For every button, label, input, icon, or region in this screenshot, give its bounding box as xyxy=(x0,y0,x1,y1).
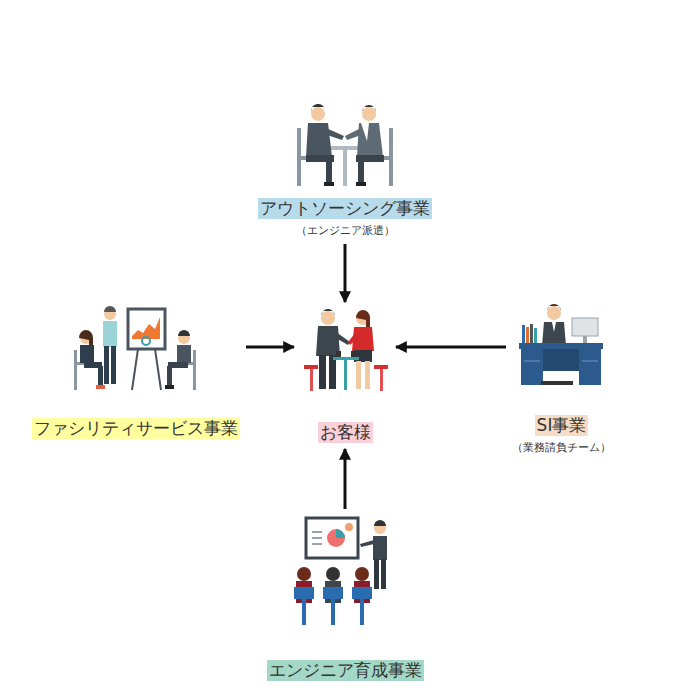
meeting-illustration xyxy=(74,306,196,390)
node-title: ファシリティサービス事業 xyxy=(32,418,240,439)
si-node: SI事業 （業務請負チーム） xyxy=(512,305,611,455)
flow-arrow xyxy=(344,244,347,302)
flow-arrow xyxy=(246,346,294,349)
customer-illustration xyxy=(304,309,388,391)
node-subtitle: （エンジニア派遣） xyxy=(296,223,395,238)
flow-arrow xyxy=(396,346,506,349)
facility-node: ファシリティサービス事業 xyxy=(32,303,240,439)
node-title: エンジニア育成事業 xyxy=(267,660,424,681)
training-node: エンジニア育成事業 xyxy=(267,515,424,681)
desk-illustration xyxy=(519,304,603,385)
customer-node: お客様 xyxy=(300,308,390,443)
training-illustration xyxy=(294,518,387,625)
node-title: お客様 xyxy=(318,422,373,443)
illustration-slot xyxy=(71,303,201,393)
handshake-illustration xyxy=(297,104,393,186)
node-title: SI事業 xyxy=(535,415,589,436)
outsourcing-node: アウトソーシング事業 （エンジニア派遣） xyxy=(258,103,432,238)
illustration-slot xyxy=(296,515,396,633)
illustration-slot xyxy=(517,305,607,390)
node-title: アウトソーシング事業 xyxy=(258,198,432,219)
illustration-slot xyxy=(300,308,390,396)
node-subtitle: （業務請負チーム） xyxy=(512,440,611,455)
illustration-slot xyxy=(295,103,395,188)
flow-arrow xyxy=(344,449,347,509)
